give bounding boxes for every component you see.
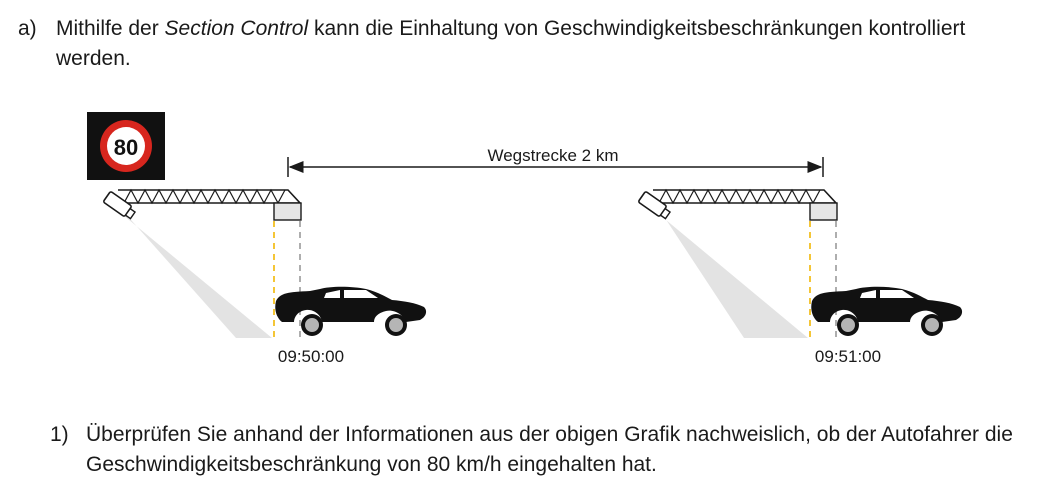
question-number: 1) (50, 423, 69, 446)
section-control-figure: 80 Wegstrecke 2 km 09:5 (87, 112, 963, 366)
question-text: Überprüfen Sie anhand der Informationen … (86, 423, 1013, 476)
time-stamp-1: 09:50:00 (278, 347, 344, 366)
task-text-after: kann die Einhaltung von Geschwindigkeits… (56, 17, 966, 70)
distance-measure: Wegstrecke 2 km (287, 143, 824, 177)
sign-speed-value: 80 (114, 135, 138, 160)
control-station-1: 09:50:00 (103, 188, 427, 366)
task-text: Mithilfe der Section Control kann die Ei… (56, 14, 996, 74)
task-italic-term: Section Control (164, 17, 309, 40)
control-station-2: 09:51:00 (638, 188, 963, 366)
gantry-2 (653, 188, 838, 221)
speed-limit-sign: 80 (87, 112, 165, 180)
task-letter: a) (18, 17, 37, 40)
distance-label: Wegstrecke 2 km (487, 146, 618, 165)
camera-beam-2 (654, 210, 808, 338)
task-text-before: Mithilfe der (56, 17, 165, 40)
time-stamp-2: 09:51:00 (815, 347, 881, 366)
camera-2-icon (638, 191, 672, 220)
gantry-1-sensor-box (273, 202, 302, 221)
gantry-1 (118, 188, 302, 221)
car-1-icon (275, 286, 427, 336)
camera-beam-1 (117, 210, 272, 338)
car-2-icon (811, 286, 963, 336)
sign-white-inner (107, 127, 145, 165)
gantry-2-sensor-box (809, 202, 838, 221)
camera-1-icon (103, 191, 137, 220)
